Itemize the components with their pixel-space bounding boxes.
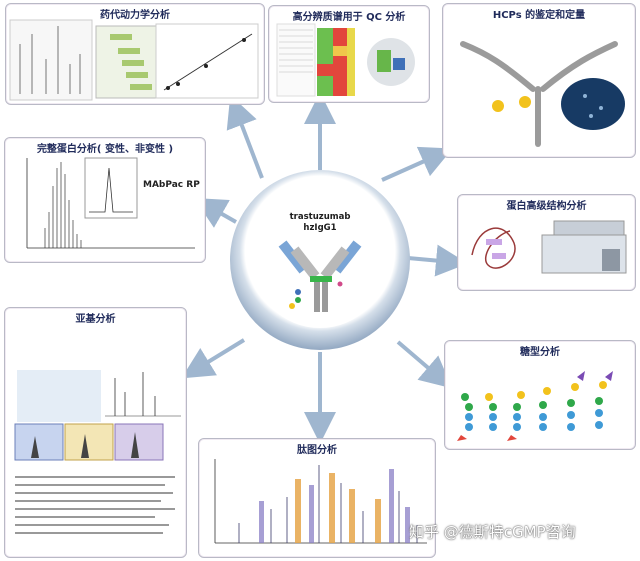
subunit-figure <box>14 370 181 534</box>
antibody-icon <box>278 240 362 312</box>
center-hub: trastuzumab hzIgG1 <box>230 170 410 350</box>
center-title-line1: trastuzumab <box>289 212 351 222</box>
panel-title: 糖型分析 <box>520 347 560 358</box>
arrow-to-glycan <box>396 340 453 389</box>
hos-figure <box>471 220 627 274</box>
panel-hcp: HCPs 的鉴定和定量 <box>442 3 636 158</box>
panel-title: 药代动力学分析 <box>100 10 170 21</box>
pk-figure <box>9 19 259 101</box>
panel-higher-order-structure: 蛋白高级结构分析 <box>457 194 636 291</box>
panel-title: 蛋白高级结构分析 <box>506 201 587 212</box>
column-label: MAbPac RP <box>143 180 200 190</box>
panel-intact-protein: 完整蛋白分析( 变性、非变性 ) MAbPac RP <box>4 137 206 263</box>
arrow-to-intact <box>194 198 237 228</box>
panel-title: HCPs 的鉴定和定量 <box>492 10 586 21</box>
panel-title: 高分辨质谱用于 QC 分析 <box>292 12 406 23</box>
arrow-to-hos <box>407 244 468 277</box>
arrow-to-pk <box>226 95 264 179</box>
panel-qc: 高分辨质谱用于 QC 分析 <box>268 5 430 103</box>
panel-subunit: 亚基分析 <box>4 307 187 558</box>
arrow-to-subunit <box>181 338 246 379</box>
glycan-figure <box>457 371 613 441</box>
intact-figure <box>26 157 195 249</box>
center-title-line2: hzIgG1 <box>303 223 337 233</box>
panel-title: 亚基分析 <box>75 314 116 325</box>
watermark: 知乎 @德斯特cGMP咨询 <box>409 523 576 541</box>
hcp-figure <box>460 41 625 147</box>
panel-pharmacokinetics: 药代动力学分析 <box>5 3 265 105</box>
panel-title: 完整蛋白分析( 变性、非变性 ) <box>36 144 174 155</box>
peptide-figure <box>214 459 427 544</box>
panel-peptide-mapping: 肽图分析 <box>198 438 436 558</box>
arrow-to-hcp <box>381 146 453 182</box>
center-antibody: trastuzumab hzIgG1 <box>252 192 388 328</box>
qc-figure <box>276 23 415 97</box>
panel-glycan: 糖型分析 <box>444 340 636 450</box>
panel-title: 肽图分析 <box>297 445 337 456</box>
